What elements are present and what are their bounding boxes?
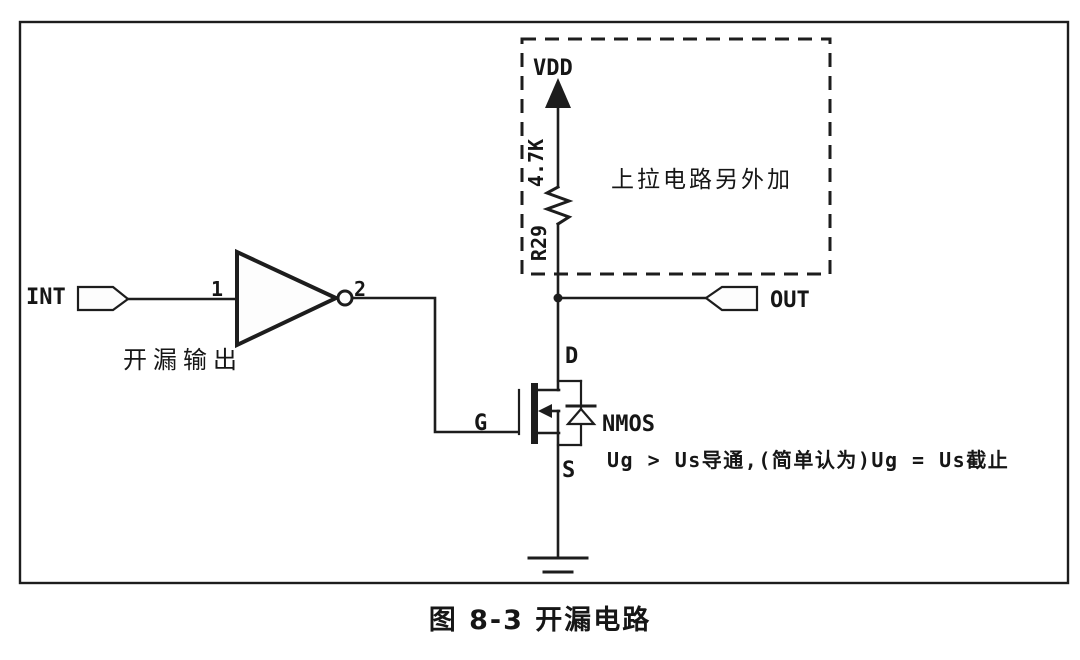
diode-triangle-icon bbox=[565, 407, 597, 426]
inverter-pin1-label: 1 bbox=[211, 277, 223, 301]
figure-border bbox=[18, 20, 1070, 585]
inverter-symbol bbox=[235, 248, 341, 349]
pullup-note: 上拉电路另外加 bbox=[611, 167, 793, 193]
nmos-label: NMOS bbox=[602, 412, 655, 437]
wire-inverter-to-gate bbox=[351, 296, 519, 434]
mosfet-channel-bar bbox=[531, 383, 538, 444]
gate-label: G bbox=[474, 411, 487, 436]
mosfet-body-arrow-icon bbox=[538, 404, 552, 418]
inverter-bubble-icon bbox=[336, 289, 354, 307]
int-port-symbol bbox=[76, 285, 130, 312]
behavior-note: Ug > Us导通,(简单认为)Ug = Us截止 bbox=[607, 448, 1009, 472]
out-label: OUT bbox=[770, 288, 810, 313]
inverter-pin2-label: 2 bbox=[354, 277, 366, 301]
vdd-label: VDD bbox=[533, 56, 573, 81]
out-port-symbol bbox=[704, 285, 759, 312]
resistor-value-label: 4.7K bbox=[524, 139, 548, 187]
open-drain-note: 开漏输出 bbox=[123, 346, 243, 374]
int-label: INT bbox=[26, 285, 66, 310]
source-label: S bbox=[562, 458, 575, 483]
figure-caption: 图 8-3 开漏电路 bbox=[429, 604, 652, 636]
vdd-arrow-icon bbox=[545, 78, 571, 108]
drain-label: D bbox=[565, 344, 578, 369]
pullup-dashed-box bbox=[520, 37, 832, 276]
resistor-symbol bbox=[542, 184, 574, 227]
resistor-ref-label: R29 bbox=[527, 225, 551, 261]
